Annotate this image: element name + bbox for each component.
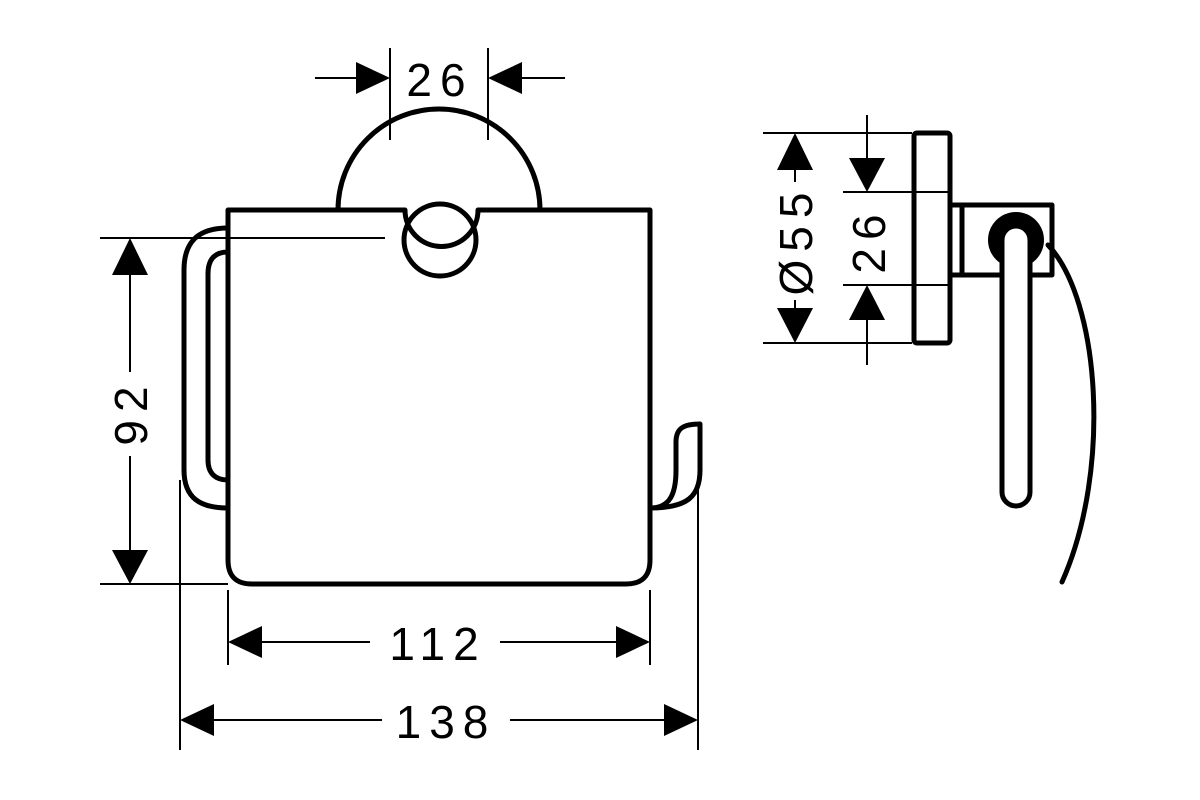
front-view: [181, 106, 703, 587]
dimension-cover-width: 112: [227, 590, 651, 670]
side-arm: [999, 223, 1033, 509]
dim-arrow: [849, 158, 885, 192]
holder-arm-inner: [205, 249, 231, 483]
dim-label-rosette-diameter: Ø55: [770, 185, 822, 296]
axle-circle: [401, 201, 479, 279]
dim-label-side-bar: 26: [843, 206, 895, 273]
dim-arrow: [777, 308, 813, 343]
dim-label-overall-width: 138: [396, 696, 497, 748]
dim-arrow: [228, 626, 262, 658]
dim-label-top-width: 26: [406, 54, 473, 106]
dim-arrow: [777, 133, 813, 170]
dim-arrow: [112, 550, 148, 584]
dimension-overall-width: 138: [179, 480, 699, 750]
side-cover-curve: [1045, 242, 1097, 585]
dim-arrow: [112, 238, 148, 275]
dim-arrow: [616, 626, 650, 658]
dimension-side-bar: 26: [843, 115, 948, 365]
cover-plate: [225, 207, 653, 587]
dimension-top-width: 26: [315, 48, 565, 140]
cover-hook: [647, 421, 703, 511]
dimension-rosette-diameter: Ø55: [763, 132, 912, 344]
rosette-outline: [335, 106, 543, 213]
side-view: [911, 130, 1097, 585]
dim-arrow: [356, 62, 390, 94]
side-rosette: [911, 130, 953, 346]
holder-arm: [181, 225, 231, 511]
dim-arrow: [180, 704, 214, 736]
dim-arrow: [849, 285, 885, 320]
dim-arrow: [664, 704, 698, 736]
dim-label-height: 92: [105, 378, 157, 445]
dim-arrow: [488, 62, 522, 94]
dimension-height: 92: [100, 237, 385, 585]
dim-label-cover-width: 112: [389, 618, 486, 670]
